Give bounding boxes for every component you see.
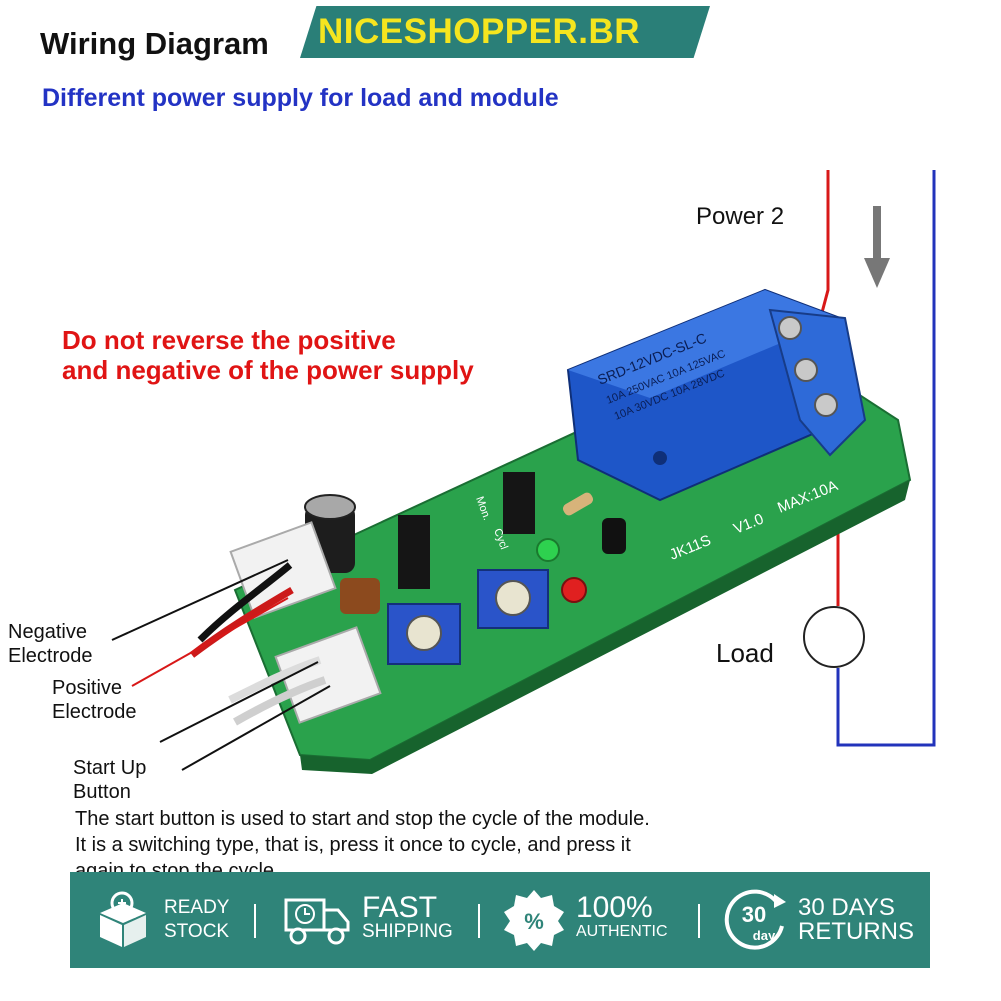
truck-icon <box>284 898 350 945</box>
positive-electrode-label: Positive Electrode <box>52 676 137 724</box>
pointer-positive <box>131 597 289 687</box>
startup-label-line-2: Button <box>73 781 131 803</box>
thirty-badge-number: 30 <box>742 902 766 927</box>
percent-badge-icon: % <box>504 890 564 951</box>
thirty-days-label: 30 DAYS <box>798 894 895 921</box>
returns-label: RETURNS <box>798 918 915 945</box>
footer-divider <box>254 904 256 938</box>
shop-banner <box>300 6 710 58</box>
authentic-label: AUTHENTIC <box>576 923 668 940</box>
startup-label-line-1: Start Up <box>73 757 147 779</box>
warning-line-1: Do not reverse the positive <box>62 325 396 355</box>
fast-label: FAST <box>362 891 438 924</box>
jumper-1 <box>398 515 430 589</box>
positive-label-line-2: Electrode <box>52 701 137 723</box>
shop-name: NICESHOPPER.BR <box>318 12 641 51</box>
box-icon <box>100 891 146 947</box>
footer-item-ready-stock: READY STOCK <box>92 872 229 968</box>
warning-line-2: and negative of the power supply <box>62 355 474 385</box>
startup-description: The start button is used to start and st… <box>75 806 835 872</box>
stock-label: STOCK <box>164 921 230 942</box>
shipping-label: SHIPPING <box>362 921 453 942</box>
footer-bar: READY STOCK FAST SHIPPING % 100% AUTHENT… <box>70 872 930 968</box>
footer-item-fast-shipping: FAST SHIPPING <box>282 872 453 968</box>
footer-divider <box>698 904 700 938</box>
startup-button-label: Start Up Button <box>73 756 146 804</box>
footer-item-authentic: % 100% AUTHENTIC <box>502 872 668 968</box>
resistor <box>562 492 594 516</box>
svg-text:%: % <box>524 909 544 934</box>
description-line-2: It is a switching type, that is, press i… <box>75 834 631 856</box>
white-wire-2 <box>233 676 327 726</box>
led-red <box>561 577 587 603</box>
load-lamp <box>803 606 865 668</box>
jumper-2 <box>503 472 535 534</box>
arrow-down-icon <box>864 206 890 288</box>
pointer-startup-2 <box>181 685 331 771</box>
negative-electrode-label: Negative Electrode <box>8 620 93 668</box>
polarity-warning: Do not reverse the positive and negative… <box>62 325 474 385</box>
terminal-block <box>768 308 867 457</box>
footer-item-returns: 30 day 30 DAYS RETURNS <box>724 872 914 968</box>
power-wire-blue <box>836 170 936 747</box>
negative-label-line-1: Negative <box>8 621 87 643</box>
positive-label-line-1: Positive <box>52 677 123 699</box>
load-label: Load <box>716 638 774 668</box>
description-line-3: again to stop the cycle. <box>75 860 280 872</box>
pointer-negative <box>111 559 289 641</box>
potentiometer-2 <box>477 569 549 629</box>
percent-label: 100% <box>576 891 653 924</box>
description-line-1: The start button is used to start and st… <box>75 808 650 830</box>
inductor <box>340 578 380 614</box>
white-wire-1 <box>228 656 322 704</box>
pointer-startup-1 <box>159 661 319 743</box>
footer-divider <box>478 904 480 938</box>
black-wire <box>197 562 293 643</box>
page-title: Wiring Diagram <box>40 26 269 61</box>
potentiometer-1 <box>387 603 461 665</box>
button-connector <box>274 626 382 724</box>
led-green <box>536 538 560 562</box>
ready-label: READY <box>164 897 230 918</box>
thirty-day-icon: 30 day <box>724 889 786 950</box>
relay-board <box>189 288 912 774</box>
transistor <box>602 518 626 554</box>
subtitle: Different power supply for load and modu… <box>42 84 559 112</box>
thirty-badge-day: day <box>753 928 776 943</box>
power2-label: Power 2 <box>696 203 785 230</box>
negative-label-line-2: Electrode <box>8 645 93 667</box>
